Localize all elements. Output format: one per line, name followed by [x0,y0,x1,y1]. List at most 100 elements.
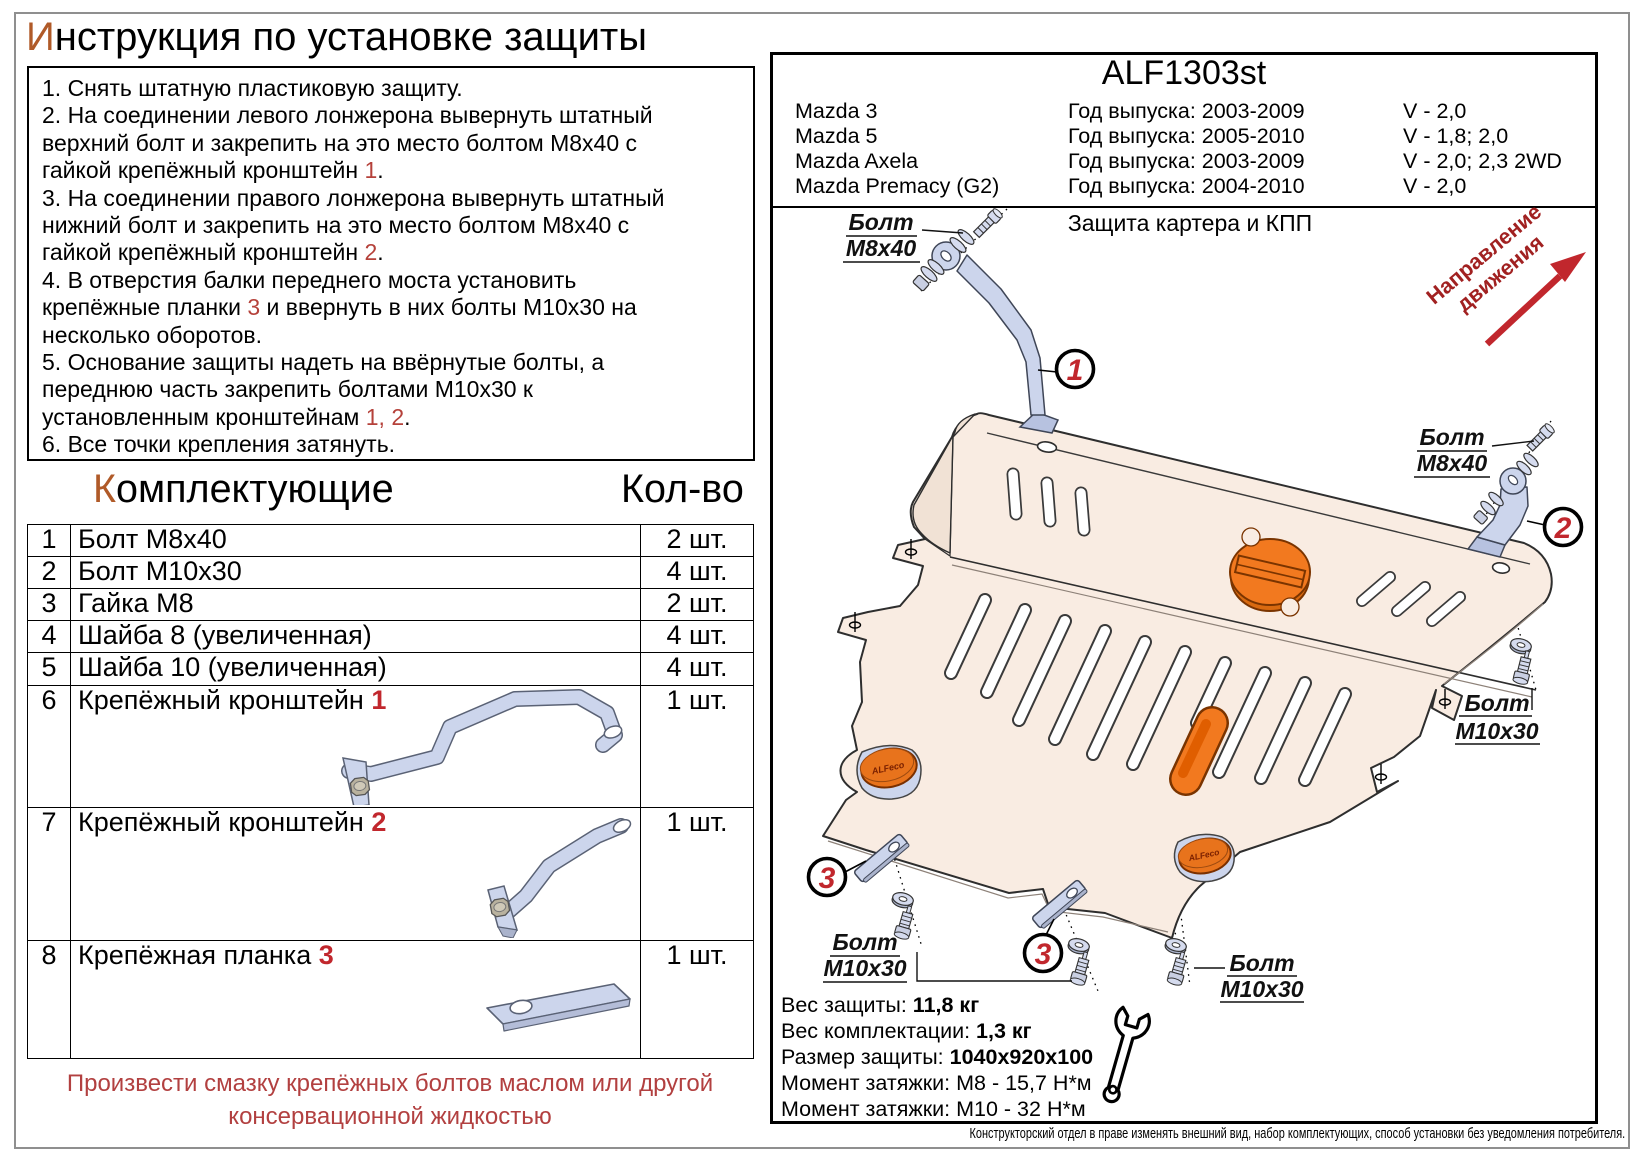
callout-3a: 3 [806,856,867,898]
callout-1: 1 [1037,348,1096,390]
callout-3b: 3 [1022,918,1064,974]
bolt-m8x40-drawing [972,208,1003,239]
vehicle-engine: V - 1,8; 2,0 [1403,124,1509,148]
vehicle-years: Год выпуска: 2005-2010 [1068,124,1305,148]
instruction-line: верхний болт и закрепить на это место бо… [42,129,638,156]
bracket-2-drawing [487,818,632,938]
part-qty: 1 шт. [640,940,754,1059]
bolt-m10x30-drawing [1069,951,1090,986]
panel-divider [773,206,1595,208]
washer-drawing [891,892,914,909]
part-number: 1 [27,524,71,557]
vehicle-model: Mazda 5 [795,124,878,148]
table-row: 5 Шайба 10 (увеличенная) 4 шт. [27,652,754,686]
part-qty: 2 шт. [640,524,754,557]
spec-row: Вес комплектации: 1,3 кг [781,1018,1032,1043]
part-name: Болт М8х40 [70,524,641,557]
product-panel: ALF1303st Mazda 3 Год выпуска: 2003-2009… [770,52,1598,1124]
mounting-plate-drawing [486,983,631,1032]
vehicle-years: Год выпуска: 2004-2010 [1068,174,1305,198]
instruction-line: крепёжные планки 3 и ввернуть в них болт… [42,294,637,321]
svg-text:2: 2 [1554,512,1572,545]
svg-text:1: 1 [1067,354,1084,387]
diagram-caption: Защита картера и КПП [1068,210,1312,236]
part-number: 5 [27,652,71,686]
instructions-box: 1. Снять штатную пластиковую защиту. 2. … [27,66,755,461]
page-border [14,12,1630,1149]
svg-text:М8х40: М8х40 [1417,450,1488,476]
spec-row: Вес защиты: 11,8 кг [781,993,980,1017]
label-bolt-m10x30-bottom-left: Болт М10х30 [823,929,1072,983]
product-code: ALF1303st [1101,54,1267,92]
instruction-line: гайкой крепёжный кронштейн 1. [42,157,384,184]
table-row: 4 Шайба 8 (увеличенная) 4 шт. [27,620,754,653]
part-number: 3 [27,588,71,621]
table-row: 7 Крепёжный кронштейн 2 [27,807,754,941]
alfeco-pad-left: ALFeco [856,744,922,800]
parts-table: 1 Болт М8х40 2 шт. 2 Болт М10х30 4 шт. 3… [27,524,754,1059]
table-row: 1 Болт М8х40 2 шт. [27,524,754,557]
arrow-head [1550,252,1586,282]
spec-row: Размер защиты: 1040х920х100 [781,1044,1094,1069]
title-initial: И [26,15,55,59]
bolt-m10x30-drawing [893,905,914,940]
part-name: Крепёжный кронштейн 2 [70,807,641,941]
part-number: 8 [27,940,71,1059]
part-qty: 4 шт. [640,556,754,589]
part-qty: 2 шт. [640,588,754,621]
instruction-line: переднюю часть закрепить болтами М10х30 … [42,376,533,403]
lubrication-warning: Произвести смазку крепёжных болтов масло… [66,1070,714,1131]
instruction-line: 1. Снять штатную пластиковую защиту. [42,75,463,101]
label-bolt-m10x30-bottom-right: Болт М10х30 [1194,950,1304,1003]
part-number: 6 [27,685,71,808]
instruction-line: гайкой крепёжный кронштейн 2. [42,239,384,266]
bolt-hole [1036,441,1058,453]
svg-text:М10х30: М10х30 [1455,718,1538,744]
wrench-icon [1102,1005,1151,1104]
mounting-plate-1-assembly [853,833,914,940]
bolt-m10x30-drawing [1512,650,1532,685]
instruction-line: 3. На соединении правого лонжерона вывер… [42,184,665,211]
parts-qty-header: Кол-во [621,467,744,511]
svg-text:Болт: Болт [848,209,913,235]
part-name: Гайка М8 [70,588,641,621]
bracket-2-assembly [1466,423,1555,685]
part-qty: 1 шт. [640,807,754,941]
part-name: Шайба 10 (увеличенная) [70,652,641,686]
bracket-1-assembly [912,208,1060,434]
label-bolt-m10x30-right: Болт М10х30 [1455,688,1540,745]
band-right-slots [1356,571,1466,627]
manufacturer-note: Конструкторский отдел в праве изменять в… [969,1126,1625,1142]
instruction-line: 6. Все точки крепления затянуть. [42,431,396,458]
instruction-line: установленным кронштейнам 1, 2. [42,403,411,430]
bolt-m10x30-drawing [1166,951,1187,986]
vehicle-model: Mazda Axela [795,149,919,173]
spec-row: Момент затяжки: М10 - 32 Н*м [781,1096,1086,1121]
bolt-hole [1491,562,1511,574]
vehicle-years: Год выпуска: 2003-2009 [1068,99,1305,123]
part-name: Крепёжный кронштейн 1 [70,685,641,808]
instruction-line: несколько оборотов. [42,321,263,348]
table-row: 8 Крепёжная планка 3 1 шт. [27,940,754,1059]
skid-plate-drawing [822,412,1553,939]
vehicle-model: Mazda Premacy (G2) [795,174,1000,198]
main-slots [944,593,1352,787]
vehicle-engine: V - 2,0; 2,3 2WD [1403,149,1562,173]
table-row: 6 Крепёжный кронштейн 1 [27,685,754,808]
page-title: Инструкция по установке защиты [26,13,647,61]
svg-text:М8х40: М8х40 [846,235,917,261]
svg-text:М10х30: М10х30 [1220,976,1303,1002]
part-number: 7 [27,807,71,941]
part-number: 4 [27,620,71,653]
svg-text:3: 3 [819,862,836,895]
spec-row: Момент затяжки: М8 - 15,7 Н*м [781,1070,1092,1095]
vehicle-engine: V - 2,0 [1403,174,1467,198]
callout-2: 2 [1526,506,1584,548]
part-qty: 4 шт. [640,652,754,686]
instruction-line: нижний болт и закрепить на это место бол… [42,212,630,239]
bottom-right-bolt-assembly [1164,938,1187,986]
part-name: Шайба 8 (увеличенная) [70,620,641,653]
alfeco-pad-bottom: ALFeco [1173,833,1235,883]
mounting-plate-2-assembly [1031,879,1090,986]
